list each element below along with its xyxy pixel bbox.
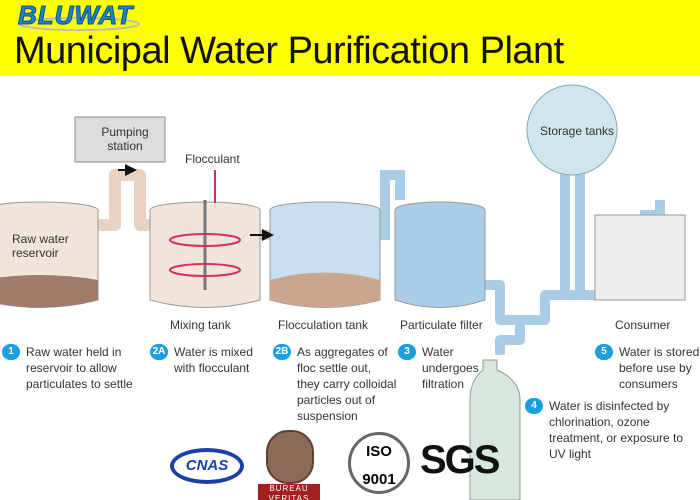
cnas-logo: CNAS [170,448,244,484]
step-text: Water undergoes filtration [422,345,479,391]
particulate-filter [394,210,486,308]
storage-tank [526,84,618,176]
mixing-arrow [169,233,241,247]
step-badge: 2A [150,344,168,360]
step-badge: 3 [398,344,416,360]
disinfection-tank [469,359,521,500]
label-storage-tanks: Storage tanks [540,124,615,138]
label-pumping-station: Pumping station [101,125,149,153]
bluwat-logo: BLUWAT [14,0,154,32]
step-5: 5 Water is stored before use by consumers [595,344,700,392]
step-text: Water is disinfected by chlorination, oz… [549,399,684,461]
step-4: 4 Water is disinfected by chlorination, o… [525,398,697,462]
step-2a: 2A Water is mixed with flocculant [150,344,274,376]
label-consumer: Consumer [615,318,671,332]
consumer-building [594,214,686,301]
step-text: Water is mixed with flocculant [174,345,253,375]
step-1: 1 Raw water held in reservoir to allow pa… [2,344,146,392]
step-badge: 4 [525,398,543,414]
label-particulate-filter: Particulate filter [400,318,483,332]
step-badge: 2B [273,344,291,360]
step-text: Water is stored before use by consumers [619,345,700,391]
sgs-logo: SGS [420,438,500,482]
title-banner: BLUWAT Municipal Water Purification Plan… [0,0,700,75]
pumping-station [74,116,166,163]
iso-9001-badge: ISO 9001 [348,432,410,494]
bureau-veritas-seal [266,430,314,484]
page-title: Municipal Water Purification Plant [14,30,564,72]
label-mixing-tank: Mixing tank [170,318,231,332]
bureau-veritas-text: BUREAU VERITAS [258,484,320,500]
step-text: As aggregates of floc settle out, they c… [297,345,397,423]
step-text: Raw water held in reservoir to allow par… [26,345,133,391]
step-badge: 1 [2,344,20,360]
label-flocculant: Flocculant [185,152,240,166]
step-badge: 5 [595,344,613,360]
process-diagram [0,84,686,500]
label-raw-water-reservoir: Raw water reservoir [12,232,69,260]
logo-text: BLUWAT [17,0,134,31]
step-2b: 2B As aggregates of floc settle out, they… [273,344,397,424]
label-flocculation-tank: Flocculation tank [278,318,369,332]
step-3: 3 Water undergoes filtration [398,344,492,392]
